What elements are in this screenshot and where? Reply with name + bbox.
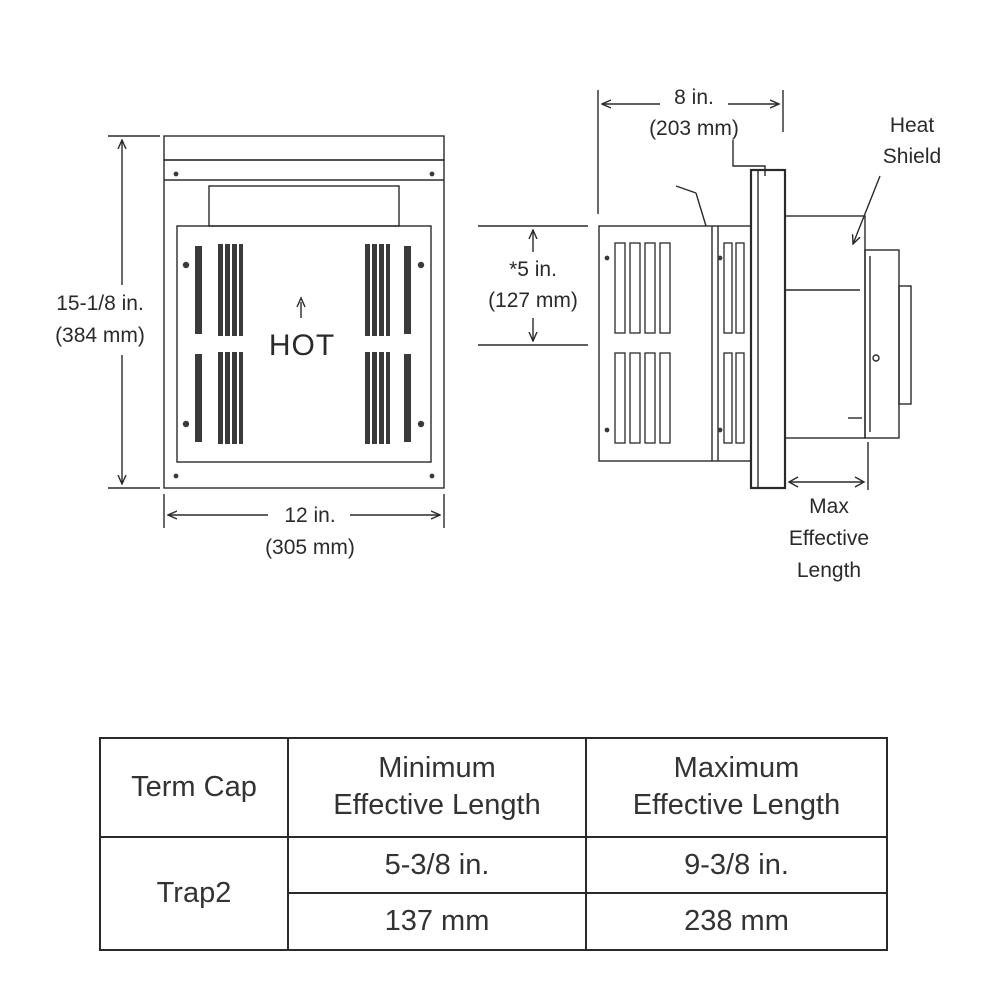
effective-length-table: Term Cap Minimum Effective Length Maximu… [99, 737, 888, 952]
heat-shield-pointer [853, 175, 881, 244]
width-mm-label: (305 mm) [265, 536, 355, 559]
cell-max-mm: 238 mm [585, 892, 888, 951]
table-row: Trap2 5-3/8 in. 9-3/8 in. [99, 835, 888, 952]
side-view: Heat Shield 8 in. (203 mm) *5 in. (127 m… [478, 86, 941, 582]
height-mm-label: (384 mm) [55, 324, 145, 347]
offset-in-label: *5 in. [509, 258, 557, 281]
heat-shield-label-1: Heat [890, 114, 935, 137]
offset-mm-label: (127 mm) [488, 289, 578, 312]
hot-arrow-icon [296, 296, 306, 318]
table-header-row: Term Cap Minimum Effective Length Maximu… [99, 737, 888, 838]
depth-mm-label: (203 mm) [649, 117, 739, 140]
header-minimum: Minimum Effective Length [287, 737, 587, 838]
cell-term-cap: Trap2 [99, 835, 289, 952]
header-term-cap: Term Cap [99, 737, 289, 838]
width-in-label: 12 in. [284, 504, 335, 527]
cell-min-mm: 137 mm [287, 892, 587, 951]
front-view: HOT 15-1/8 in. (384 mm) 12 in. (305 mm) [55, 135, 445, 559]
table-row: 137 mm 238 mm [100, 892, 888, 951]
louver-slots [195, 244, 411, 444]
height-in-label: 15-1/8 in. [56, 292, 144, 315]
max-length-label-1: Max [809, 495, 849, 518]
max-length-label-3: Length [797, 559, 861, 582]
heat-shield-label-2: Shield [883, 145, 941, 168]
hot-label: HOT [269, 329, 335, 362]
cell-min-in: 5-3/8 in. [287, 835, 587, 895]
max-length-label-2: Effective [789, 527, 869, 550]
cell-max-in: 9-3/8 in. [585, 835, 888, 895]
depth-in-label: 8 in. [674, 86, 714, 109]
header-maximum: Maximum Effective Length [585, 737, 888, 838]
